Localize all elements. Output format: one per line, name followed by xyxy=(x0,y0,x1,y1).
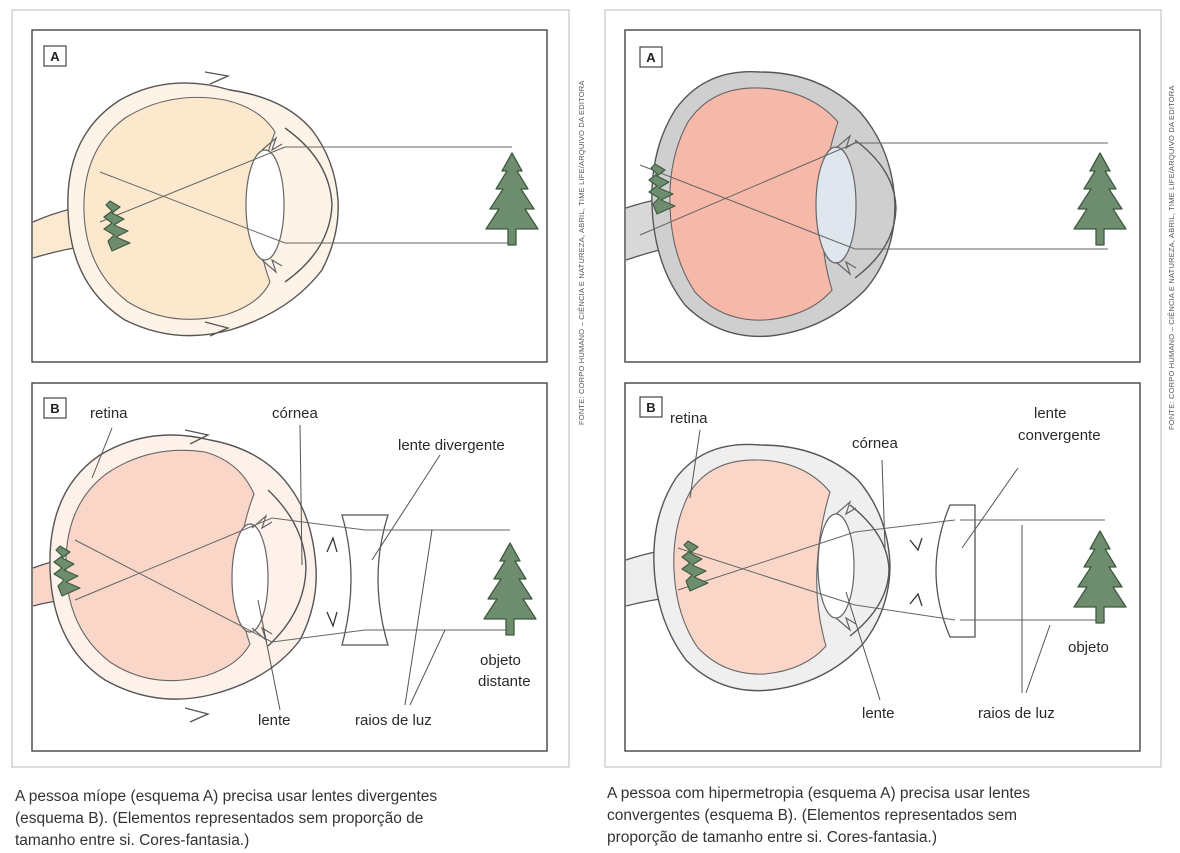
caption-line: convergentes (esquema B). (Elementos rep… xyxy=(607,805,1030,827)
myopic-eyeball xyxy=(66,450,254,680)
label-lens-type-line2: convergente xyxy=(1018,427,1101,444)
label-cornea: córnea xyxy=(272,405,319,422)
right-panel-b: B retina córnea lente convergente lente … xyxy=(625,383,1140,751)
panel-letter: A xyxy=(646,50,656,65)
eye-lens xyxy=(246,150,284,260)
caption-line: tamanho entre si. Cores-fantasia.) xyxy=(15,830,437,852)
left-caption: A pessoa míope (esquema A) precisa usar … xyxy=(15,786,437,852)
right-caption: A pessoa com hipermetropia (esquema A) p… xyxy=(607,783,1030,849)
label-retina: retina xyxy=(90,405,128,422)
panel-letter: B xyxy=(646,400,655,415)
panel-letter: B xyxy=(50,401,59,416)
caption-line: (esquema B). (Elementos representados se… xyxy=(15,808,437,830)
eye-lens xyxy=(232,524,268,632)
label-object-line2: distante xyxy=(478,673,531,690)
right-panel-a: A xyxy=(625,30,1140,362)
label-cornea: córnea xyxy=(852,435,899,452)
label-lens: lente xyxy=(258,712,291,729)
label-rays: raios de luz xyxy=(978,705,1055,722)
caption-line: A pessoa míope (esquema A) precisa usar … xyxy=(15,786,437,808)
caption-line: A pessoa com hipermetropia (esquema A) p… xyxy=(607,783,1030,805)
eye-lens xyxy=(816,147,856,263)
source-credit: FONTE: CORPO HUMANO – CIÊNCIA E NATUREZA… xyxy=(577,80,586,425)
label-lens: lente xyxy=(862,705,895,722)
source-credit: FONTE: CORPO HUMANO – CIÊNCIA E NATUREZA… xyxy=(1167,85,1176,430)
left-panel-a: A xyxy=(32,30,547,362)
label-rays: raios de luz xyxy=(355,712,432,729)
caption-line: proporção de tamanho entre si. Cores-fan… xyxy=(607,827,1030,849)
label-retina: retina xyxy=(670,410,708,427)
label-object-line1: objeto xyxy=(480,652,521,669)
eye-lens xyxy=(818,514,854,618)
hyperopic-eyeball xyxy=(670,88,838,320)
label-object: objeto xyxy=(1068,639,1109,656)
left-panel-b: B retina córnea lente divergente xyxy=(32,383,547,751)
label-lens-type: lente divergente xyxy=(398,437,505,454)
panel-letter: A xyxy=(50,49,60,64)
label-lens-type-line1: lente xyxy=(1034,405,1067,422)
